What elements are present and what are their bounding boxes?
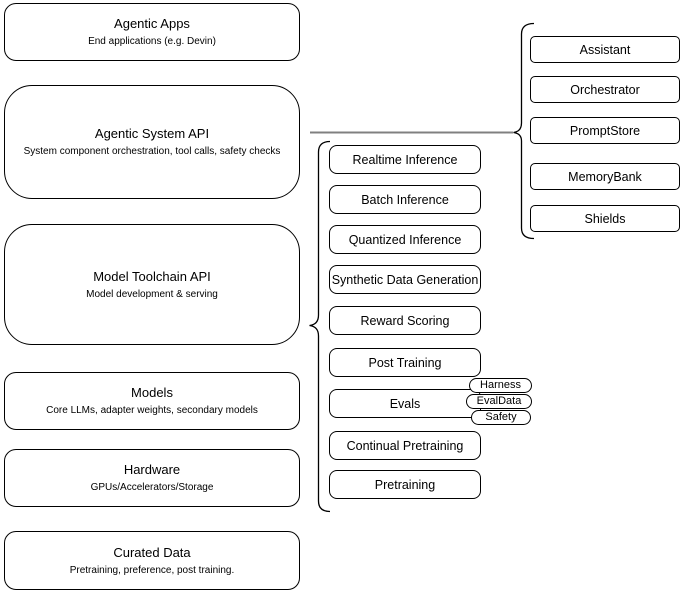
node-memorybank: MemoryBank	[530, 163, 680, 190]
tag-label: Safety	[485, 411, 517, 423]
node-title: Hardware	[123, 462, 181, 477]
node-label: PromptStore	[569, 123, 641, 138]
tag-label: EvalData	[476, 395, 522, 407]
node-assistant: Assistant	[530, 36, 680, 63]
toolchain-group-brace	[309, 140, 331, 513]
node-label: Assistant	[579, 42, 631, 57]
node-title: Curated Data	[113, 544, 191, 560]
node-label: MemoryBank	[568, 169, 642, 184]
node-subtitle: Core LLMs, adapter weights, secondary mo…	[46, 405, 258, 416]
node-subtitle: GPUs/Accelerators/Storage	[90, 482, 214, 493]
node-continual-pretraining: Continual Pretraining	[329, 431, 481, 460]
node-models: Models Core LLMs, adapter weights, secon…	[4, 372, 300, 430]
node-agentic-system-api: Agentic System API System component orch…	[4, 85, 300, 199]
tag-safety: Safety	[471, 410, 531, 425]
node-title: Agentic Apps	[114, 16, 190, 31]
node-agentic-apps: Agentic Apps End applications (e.g. Devi…	[4, 3, 300, 61]
node-curated-data: Curated Data Pretraining, preference, po…	[4, 531, 300, 590]
tag-harness: Harness	[469, 378, 532, 393]
node-subtitle: System component orchestration, tool cal…	[23, 146, 281, 157]
node-realtime-inference: Realtime Inference	[329, 145, 481, 174]
node-quantized-inference: Quantized Inference	[329, 225, 481, 254]
node-label: Post Training	[368, 355, 442, 370]
node-post-training: Post Training	[329, 348, 481, 377]
node-title: Model Toolchain API	[93, 268, 211, 284]
node-label: Reward Scoring	[360, 313, 450, 328]
node-label: Synthetic Data Generation	[331, 272, 479, 287]
node-synthetic-data-generation: Synthetic Data Generation	[329, 265, 481, 294]
node-batch-inference: Batch Inference	[329, 185, 481, 214]
node-label: Quantized Inference	[348, 232, 462, 247]
tag-evaldata: EvalData	[466, 394, 532, 409]
node-pretraining: Pretraining	[329, 470, 481, 499]
node-reward-scoring: Reward Scoring	[329, 306, 481, 335]
node-model-toolchain-api: Model Toolchain API Model development & …	[4, 224, 300, 345]
node-label: Orchestrator	[570, 82, 640, 97]
node-promptstore: PromptStore	[530, 117, 680, 144]
node-subtitle: End applications (e.g. Devin)	[88, 36, 216, 47]
node-orchestrator: Orchestrator	[530, 76, 680, 103]
node-hardware: Hardware GPUs/Accelerators/Storage	[4, 449, 300, 507]
node-label: Batch Inference	[361, 192, 449, 207]
node-evals: Evals	[329, 389, 481, 418]
node-title: Models	[131, 385, 173, 400]
node-title: Agentic System API	[94, 126, 210, 141]
node-subtitle: Model development & serving	[86, 288, 218, 300]
node-label: Continual Pretraining	[346, 438, 464, 453]
tag-label: Harness	[480, 379, 521, 391]
node-subtitle: Pretraining, preference, post training.	[69, 564, 235, 576]
node-shields: Shields	[530, 205, 680, 232]
node-label: Realtime Inference	[352, 152, 458, 167]
node-label: Pretraining	[374, 477, 436, 492]
node-label: Shields	[584, 211, 626, 226]
node-label: Evals	[389, 396, 421, 411]
